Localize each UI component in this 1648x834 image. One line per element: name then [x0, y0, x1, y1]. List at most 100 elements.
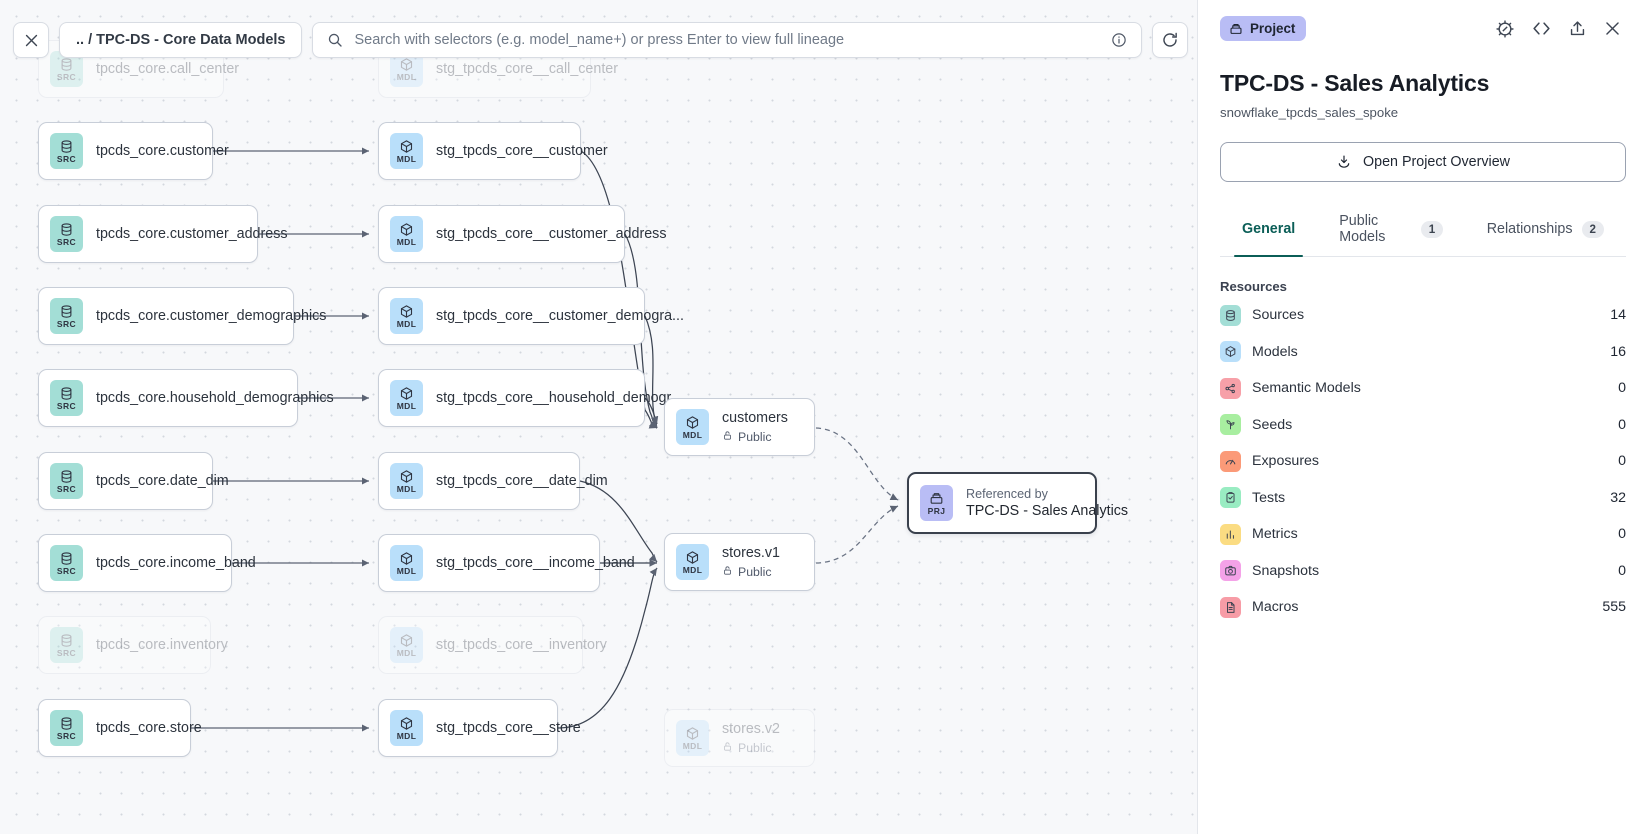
- close-lineage-button[interactable]: [13, 22, 49, 58]
- info-icon[interactable]: [1111, 32, 1127, 48]
- resource-count: 0: [1618, 380, 1626, 397]
- node-badge-label: SRC: [56, 647, 77, 658]
- node-label: stg_tpcds_core__call_center: [436, 60, 618, 77]
- resource-name: Seeds: [1252, 416, 1293, 433]
- node-badge-src: SRC: [50, 380, 83, 416]
- node-badge-mdl: MDL: [390, 545, 423, 581]
- open-project-overview-button[interactable]: Open Project Overview: [1220, 142, 1626, 182]
- node-text: tpcds_core.income_band: [96, 555, 256, 572]
- node-badge-label: PRJ: [927, 505, 946, 516]
- node-badge-label: SRC: [56, 730, 77, 741]
- graph-node-src-date-dim[interactable]: SRC tpcds_core.date_dim: [38, 452, 229, 510]
- chip-label: Project: [1250, 21, 1296, 36]
- search-input[interactable]: [354, 32, 1101, 48]
- node-badge-label: SRC: [56, 565, 77, 576]
- node-text: tpcds_core.date_dim: [96, 473, 229, 490]
- node-text: stg_tpcds_core__call_center: [436, 61, 618, 78]
- node-text: tpcds_core.household_demographics: [96, 390, 334, 407]
- breadcrumb[interactable]: .. / TPC-DS - Core Data Models: [59, 22, 303, 58]
- node-access: Public: [722, 741, 780, 755]
- node-label: stg_tpcds_core__customer_address: [436, 225, 667, 242]
- code-icon[interactable]: [1531, 18, 1552, 39]
- node-label: stores.v1: [722, 545, 781, 561]
- page-subtitle: snowflake_tpcds_sales_spoke: [1220, 105, 1399, 120]
- node-badge-label: MDL: [396, 647, 417, 658]
- tab-count: 1: [1420, 220, 1443, 238]
- resource-name: Snapshots: [1252, 562, 1320, 579]
- node-badge-label: MDL: [396, 730, 417, 741]
- node-access: Public: [722, 430, 788, 444]
- node-badge-mdl: MDL: [676, 544, 709, 580]
- lock-icon: [722, 430, 733, 444]
- resource-count: 32: [1610, 489, 1626, 506]
- node-label: stg_tpcds_core__inventory: [436, 636, 607, 653]
- camera-icon: [1220, 560, 1241, 582]
- node-text: stg_tpcds_core__household_demogr...: [436, 390, 682, 407]
- node-label: customers: [722, 410, 788, 426]
- cube-icon: [1220, 341, 1241, 363]
- search-icon: [329, 33, 343, 47]
- compass-icon[interactable]: [1495, 19, 1515, 39]
- graph-node-src-cust-demo[interactable]: SRC tpcds_core.customer_demographics: [38, 287, 326, 345]
- refresh-button[interactable]: [1152, 22, 1189, 58]
- node-badge-src: SRC: [50, 216, 83, 252]
- graph-node-src-income-band[interactable]: SRC tpcds_core.income_band: [38, 534, 256, 592]
- graph-node-mdl-store[interactable]: MDL stg_tpcds_core__store: [378, 699, 581, 757]
- node-badge-mdl: MDL: [676, 720, 709, 756]
- project-icon: [1230, 23, 1242, 34]
- node-badge-src: SRC: [50, 463, 83, 499]
- tab-general[interactable]: General: [1220, 204, 1317, 257]
- graph-node-mdl-inventory[interactable]: MDL stg_tpcds_core__inventory: [378, 616, 607, 674]
- lineage-canvas[interactable]: .. / TPC-DS - Core Data Models SRCtpcds_…: [0, 0, 1197, 834]
- node-text: stg_tpcds_core__inventory: [436, 637, 607, 654]
- node-badge-label: MDL: [396, 483, 417, 494]
- node-access-label: Public: [738, 430, 772, 444]
- share-icon[interactable]: [1568, 19, 1587, 38]
- tab-public-models[interactable]: Public Models 1: [1317, 204, 1464, 256]
- resource-count: 0: [1618, 526, 1626, 543]
- resource-name: Macros: [1252, 599, 1299, 616]
- graph-node-src-hh-demo[interactable]: SRC tpcds_core.household_demographics: [38, 369, 334, 427]
- resource-count: 0: [1618, 453, 1626, 470]
- node-badge-label: SRC: [56, 318, 77, 329]
- page-title: TPC-DS - Sales Analytics: [1220, 70, 1490, 96]
- search-bar[interactable]: [312, 22, 1143, 58]
- panel-actions: [1495, 18, 1626, 39]
- node-label: stores.v2: [722, 721, 781, 737]
- node-text: stg_tpcds_core__store: [436, 720, 581, 737]
- close-icon[interactable]: [1603, 19, 1622, 38]
- close-icon: [25, 34, 37, 46]
- node-label: tpcds_core.call_center: [96, 60, 240, 77]
- node-text: tpcds_core.customer_demographics: [96, 308, 326, 325]
- tab-label: Public Models: [1339, 213, 1386, 245]
- clipboard-check-icon: [1220, 487, 1241, 509]
- resource-name: Models: [1252, 343, 1298, 360]
- node-label: tpcds_core.customer_demographics: [96, 307, 327, 324]
